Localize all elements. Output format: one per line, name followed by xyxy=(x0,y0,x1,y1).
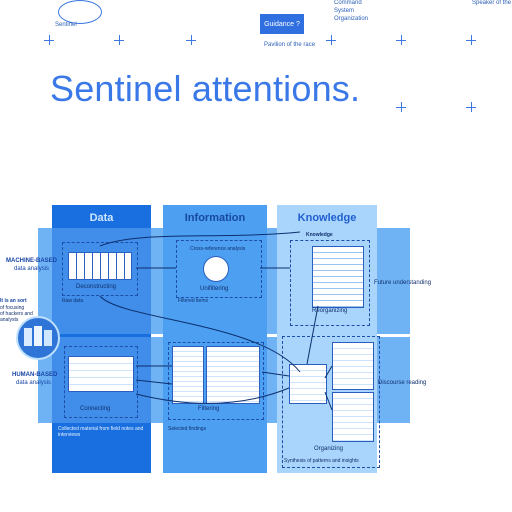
arrow-down-arc xyxy=(99,295,301,373)
column-header-data: Data xyxy=(89,212,114,224)
arrow-connect-3 xyxy=(135,387,290,404)
side-note-3: of hackers and xyxy=(0,311,33,317)
crosshair-icon xyxy=(186,35,196,45)
org-line-2: System xyxy=(334,8,355,14)
central-doc xyxy=(289,364,327,404)
machine-label: MACHINE-BASED xyxy=(6,258,57,264)
note-info-top: Filtered items xyxy=(178,298,209,304)
discourse-label: Discourse reading xyxy=(378,380,427,386)
analysts-photo xyxy=(16,316,60,360)
org-line-3: Organization xyxy=(334,16,369,22)
stage-unifiltering: Unifiltering xyxy=(200,286,229,292)
organized-doc-2 xyxy=(332,392,374,442)
connecting-box xyxy=(64,346,138,418)
top-knowledge-label: Knowledge xyxy=(306,232,333,238)
column-data xyxy=(52,205,151,473)
crosshair-icon xyxy=(326,35,336,45)
stage-connecting: Connecting xyxy=(80,406,111,412)
guidance-badge[interactable]: Guidance ? xyxy=(260,14,304,34)
logo-text: Sentinel xyxy=(55,22,77,28)
arrow-central-to-org-2 xyxy=(324,391,333,411)
filter-network-icon xyxy=(203,256,229,282)
unifiltering-box xyxy=(176,240,262,298)
crosshair-icon xyxy=(466,35,476,45)
filter-doc-1 xyxy=(172,346,204,404)
side-note-4: analysts xyxy=(0,317,19,323)
future-understanding-label: Future understanding xyxy=(374,280,432,286)
stage-reorganizing: Reorganizing xyxy=(312,308,348,314)
org-line-1: Command xyxy=(334,0,362,6)
column-header-knowledge: Knowledge xyxy=(297,212,357,224)
arrow-connect-2 xyxy=(135,379,173,385)
side-note-1: It is an sort xyxy=(0,298,27,304)
filter-doc-2 xyxy=(206,346,260,404)
reorganizing-box xyxy=(290,240,370,326)
note-data-top: Raw data xyxy=(62,298,84,304)
header-subtitle: Pavilion of the race xyxy=(264,42,316,48)
note-info-bottom: Selected findings xyxy=(168,426,207,432)
crosshair-icon xyxy=(44,35,54,45)
arrow-filter-to-central xyxy=(261,371,290,377)
cross-reference-label: Cross-reference analysis xyxy=(190,246,246,252)
human-sublabel: data analysis xyxy=(16,380,52,386)
human-label: HUMAN-BASED xyxy=(12,372,58,378)
stage-filtering: Filtering xyxy=(198,406,220,412)
data-grid xyxy=(68,252,132,280)
connecting-doc xyxy=(68,356,134,392)
machine-sublabel: data analysis xyxy=(14,266,50,272)
note-know-bottom: Synthesis of patterns and insights xyxy=(284,458,359,464)
crosshair-icon xyxy=(396,102,406,112)
sentinel-logo xyxy=(58,0,102,24)
reorganized-doc xyxy=(312,246,364,308)
arrow-central-to-org-1 xyxy=(324,365,333,379)
filtering-box xyxy=(168,342,264,420)
stage-organizing: Organizing xyxy=(314,446,344,452)
arrow-top-arc xyxy=(99,231,301,247)
column-header-information: Information xyxy=(184,212,246,224)
crosshair-icon xyxy=(396,35,406,45)
side-note-2: of focusing xyxy=(0,305,25,311)
organized-doc-1 xyxy=(332,342,374,390)
organizing-box xyxy=(282,336,380,468)
note-data-bottom: Collected material from field notes and … xyxy=(58,426,144,438)
arrow-central-to-reorg xyxy=(306,305,319,365)
column-information xyxy=(163,205,267,473)
header-right-text: Speaker of the xyxy=(472,0,512,6)
stage-deconstructing: Deconstructing xyxy=(76,284,117,290)
crosshair-icon xyxy=(114,35,124,45)
deconstructing-box xyxy=(62,242,138,296)
crosshair-icon xyxy=(466,102,476,112)
page-title: Sentinel attentions. xyxy=(50,68,361,109)
